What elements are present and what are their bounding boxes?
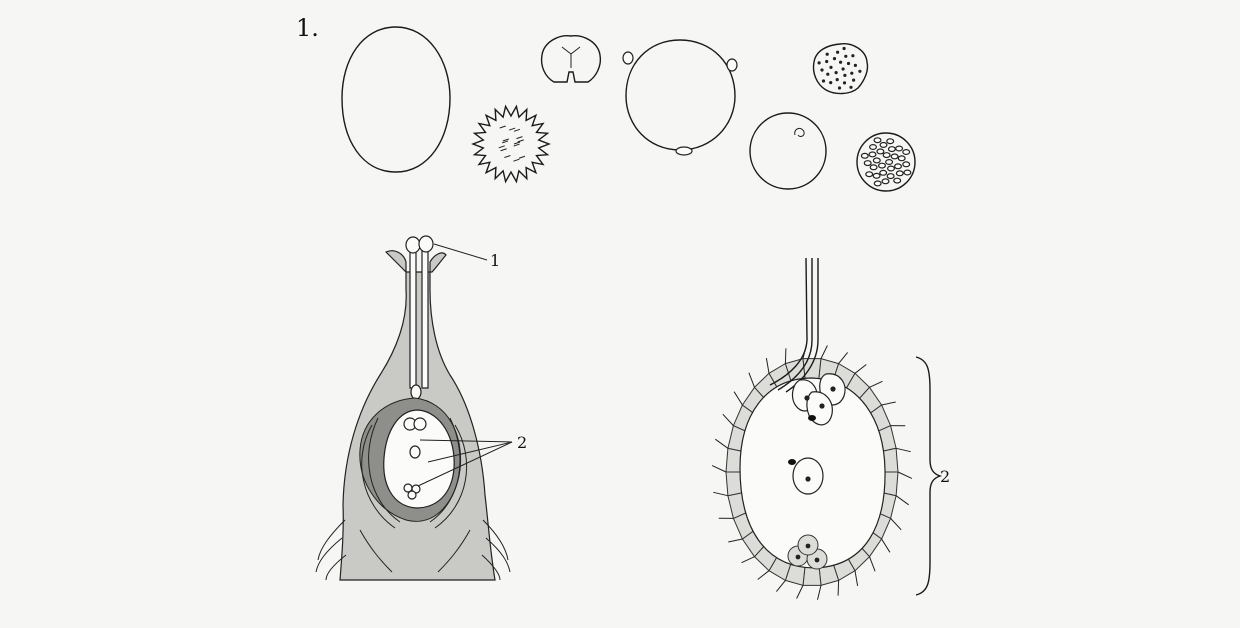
- embryo-sac-enlarged: [711, 257, 943, 600]
- pollen-grain-reticulate: [856, 132, 916, 192]
- pollen-grain-round-small: [749, 112, 827, 190]
- label-pollen-tube: 1: [490, 251, 501, 270]
- pistil-section: [315, 235, 513, 581]
- label-enlarged-embryo-sac: 2: [940, 467, 951, 486]
- label-embryo-sac: 2: [517, 433, 528, 452]
- pollen-grain-trilobed: [540, 35, 602, 83]
- pollen-grain-dotted: [812, 43, 869, 95]
- pollen-grain-triporate: [622, 39, 738, 156]
- figure-number: 1.: [296, 14, 319, 42]
- pollen-grain-oval: [341, 26, 451, 173]
- pollen-grain-spiky: [471, 104, 551, 184]
